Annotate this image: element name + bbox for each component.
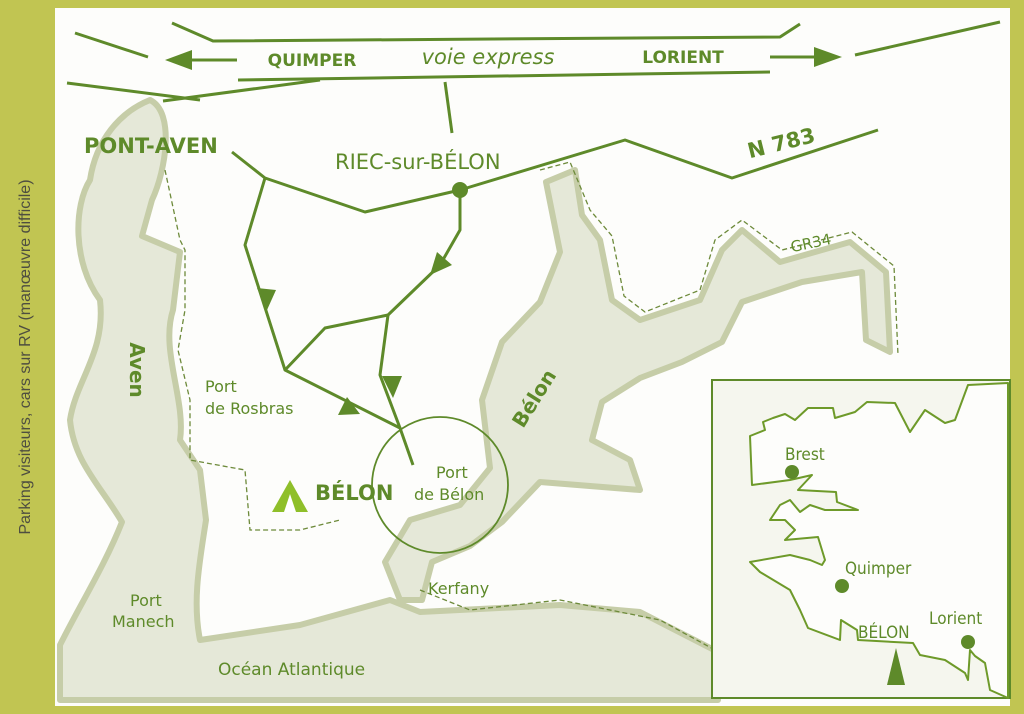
direction-arrow-icon [430,252,452,275]
express-road-west-lower [66,81,201,102]
arrow-west-icon [165,50,192,70]
riec-access-road [443,81,454,134]
port-manech-label-2: Manech [112,612,175,631]
aven-river-label: Aven [125,342,149,398]
quimper-direction-label: QUIMPER [268,51,357,71]
inset-brest-label: Brest [785,445,825,465]
riec-marker-icon [452,182,468,198]
gr34-trail [539,161,899,356]
campsite-tent-icon [272,480,308,512]
inset-belon-label: BÉLON [858,621,910,643]
direction-arrow-icon [338,397,360,415]
lorient-direction-label: LORIENT [642,48,724,68]
lorient-marker-icon [961,635,975,649]
arrow-east-icon [814,47,842,67]
road-link [378,314,402,429]
riec-label: RIEC-sur-BÉLON [335,149,501,174]
port-de-belon-label: Port [436,463,468,482]
brest-marker-icon [785,465,799,479]
ocean-label: Océan Atlantique [218,660,365,680]
express-road-north [171,21,801,43]
pont-aven-label: PONT-AVEN [84,134,218,158]
quimper-marker-icon [835,579,849,593]
belon-label: BÉLON [315,480,393,505]
inset-quimper-label: Quimper [845,559,912,579]
road-riec-belon [283,190,462,372]
voie-express-label: voie express [422,45,555,69]
express-road-south [237,70,771,82]
direction-arrow-icon [382,376,402,398]
port-rosbras-label: Port [205,377,237,396]
port-de-belon-circle [371,416,509,554]
port-rosbras-label-2: de Rosbras [205,399,293,418]
belon-marker-icon [887,648,905,685]
express-link [162,78,321,103]
gr34-trail-south [419,589,716,651]
kerfany-label: Kerfany [428,579,489,598]
express-road-east [854,20,1001,57]
aven-river [57,97,721,703]
port-de-belon-label-2: de Bélon [414,485,484,504]
inset-lorient-label: Lorient [929,609,982,629]
express-road-west-upper [74,31,149,59]
port-manech-label: Port [130,591,162,610]
inset-map: Brest Quimper BÉLON Lorient [711,379,1011,699]
gr34-trail-west [164,169,341,531]
direction-arrow-icon [257,288,276,310]
belon-river [382,167,893,603]
